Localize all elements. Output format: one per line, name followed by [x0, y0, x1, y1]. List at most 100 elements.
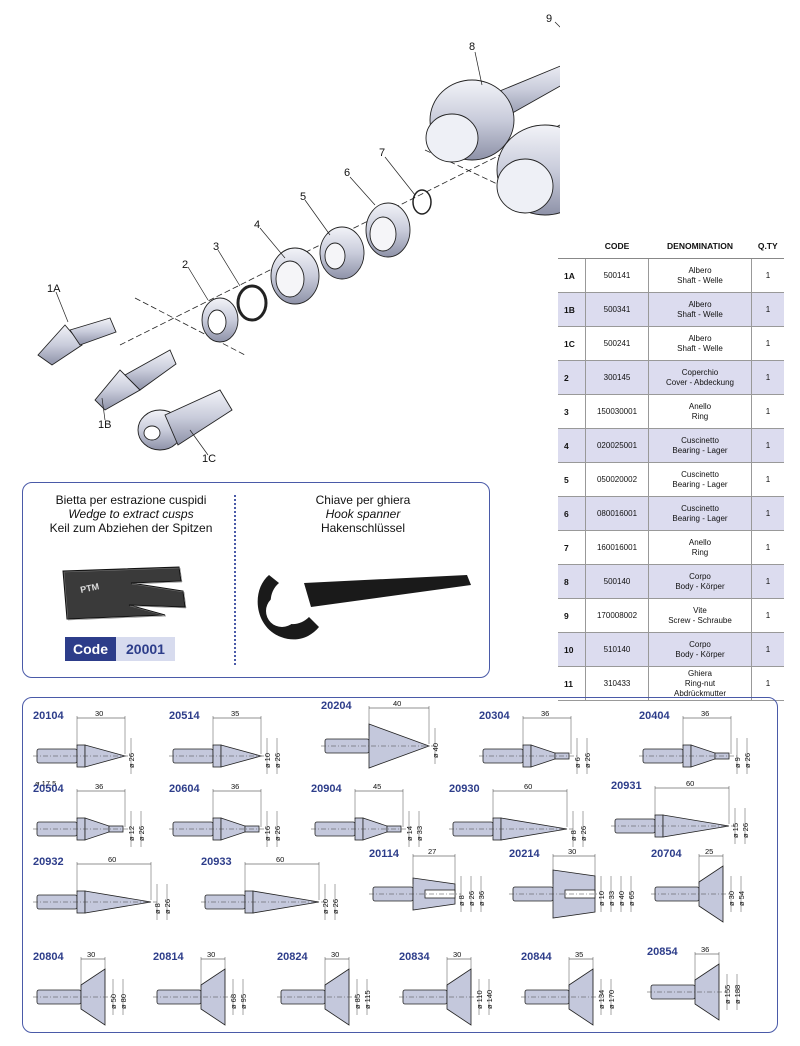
tip-diameter: ø 140 — [485, 990, 494, 1009]
denomination-en-de: Ring-nut — [684, 678, 716, 688]
denomination-en-de: Bearing - Lager — [672, 479, 728, 489]
tip-code: 20514 — [169, 710, 200, 722]
row-qty: 1 — [751, 462, 784, 497]
row-num: 11 — [558, 666, 586, 701]
denomination-it: Albero — [688, 333, 712, 343]
tip-extra-dimension: ø 17.5 — [35, 779, 56, 788]
denomination-it: Cuscinetto — [681, 503, 719, 513]
hook-spanner-image — [257, 575, 471, 640]
tip-code: 20104 — [33, 710, 64, 722]
tip-length: 36 — [701, 709, 709, 718]
row-num: 2 — [558, 360, 586, 395]
tip-diameter: ø 115 — [363, 990, 372, 1009]
row-qty: 1 — [751, 428, 784, 463]
tip-diameter: ø 68 — [229, 994, 238, 1009]
tip-drawing: 40 ø 40 — [321, 699, 440, 769]
tip-diameter: ø 6 — [573, 757, 582, 768]
spanner-caption-de: Hakenschlüssel — [320, 521, 406, 535]
row-code: 500241 — [585, 326, 649, 361]
tip-length: 30 — [207, 950, 215, 959]
tip-diameter: ø 40 — [431, 743, 440, 758]
callout-9-top: 9 — [546, 13, 552, 25]
denomination-it: Cuscinetto — [681, 435, 719, 445]
tip-diameter: ø 85 — [353, 994, 362, 1009]
denomination-it: Anello — [688, 401, 712, 411]
row-qty: 1 — [751, 496, 784, 531]
exploded-view-drawing: 9 11 8 9 10 7 6 5 4 3 2 1A 1B 1C — [37, 13, 560, 465]
tip-length: 35 — [575, 950, 583, 959]
wedge-caption: Bietta per estrazione cuspidi Wedge to e… — [31, 493, 231, 535]
part-body-10 — [496, 124, 560, 216]
header-num — [558, 234, 586, 259]
part-shaft-1b — [94, 349, 177, 411]
part-bearing-6 — [365, 202, 411, 258]
denomination-en-de: Bearing - Lager — [672, 513, 728, 523]
tip-code: 20854 — [647, 946, 678, 958]
row-qty: 1 — [751, 666, 784, 701]
tip-diameter: ø 33 — [607, 891, 616, 906]
tip-length: 35 — [231, 709, 239, 718]
row-qty: 1 — [751, 564, 784, 599]
wedge-image: PTM — [62, 566, 187, 621]
callout-4: 4 — [254, 219, 260, 231]
row-code: 080016001 — [585, 496, 649, 531]
tip-diameter: ø 8 — [153, 903, 162, 914]
parts-table-header: CODE DENOMINATION Q.TY — [558, 234, 784, 259]
part-body-8 — [425, 65, 560, 163]
denomination-it: Albero — [688, 299, 712, 309]
callout-6: 6 — [344, 167, 350, 179]
row-num: 8 — [558, 564, 586, 599]
tip-code: 20604 — [169, 783, 200, 795]
denomination-en-de: Shaft - Welle — [677, 275, 723, 285]
tip-diameter: ø 8 — [569, 830, 578, 841]
row-qty: 1 — [751, 360, 784, 395]
tip-length: 30 — [331, 950, 339, 959]
callout-1b: 1B — [98, 419, 111, 431]
tip-diameter: ø 10 — [597, 891, 606, 906]
header-denomination: DENOMINATION — [648, 234, 752, 259]
code-value: 20001 — [116, 637, 175, 661]
tip-drawing: 30ø 26ø 17.5 — [33, 709, 136, 788]
tip-length: 40 — [393, 699, 401, 708]
denomination-en-de: Shaft - Welle — [677, 309, 723, 319]
denomination-it: Albero — [688, 265, 712, 275]
wedge-caption-it: Bietta per estrazione cuspidi — [55, 493, 207, 507]
tip-code: 20904 — [311, 783, 342, 795]
tip-code: 20933 — [201, 856, 232, 868]
tip-diameter: ø 40 — [617, 891, 626, 906]
tip-code: 20704 — [651, 848, 682, 860]
callout-1a: 1A — [47, 283, 61, 295]
row-code: 020025001 — [585, 428, 649, 463]
tip-diameter: ø 155 — [723, 985, 732, 1004]
tip-diameter: ø 26 — [331, 899, 340, 914]
tip-diameter: ø 188 — [733, 985, 742, 1004]
tip-length: 36 — [701, 945, 709, 954]
tip-diameter: ø 36 — [477, 891, 486, 906]
denomination-en-de: Cover - Abdeckung — [665, 377, 735, 387]
tip-diameter: ø 95 — [239, 994, 248, 1009]
denomination-it: Corpo — [689, 571, 711, 581]
